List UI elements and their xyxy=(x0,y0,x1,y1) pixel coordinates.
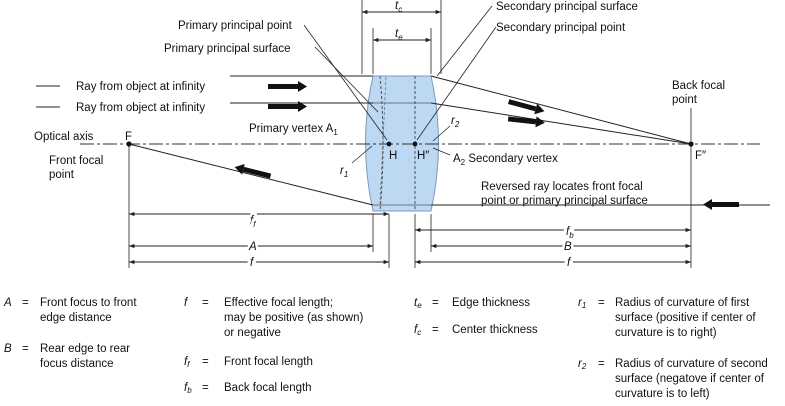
label-r1: r1 xyxy=(340,165,348,179)
reversed-ray-left xyxy=(128,143,374,206)
legend-text: Effective focal length;may be positive (… xyxy=(224,297,364,339)
label-F: F xyxy=(125,131,132,143)
legend-equals: = xyxy=(202,382,209,394)
legend-equals: = xyxy=(202,297,209,309)
label-F2: F″ xyxy=(695,150,706,162)
legend-symbol: r xyxy=(578,358,582,370)
ray-arrow-4 xyxy=(507,116,545,128)
legend-text: Edge thickness xyxy=(452,297,530,309)
label-ff: ff xyxy=(250,215,256,229)
legend-subscript: c xyxy=(417,328,422,337)
legend-symbol: f xyxy=(184,297,188,309)
label-secondary-vertex: A2 Secondary vertex xyxy=(453,153,558,167)
label-primary-principal-surface: Primary principal surface xyxy=(164,43,291,55)
legend-symbol: f xyxy=(414,324,418,336)
legend-subscript: 1 xyxy=(581,301,587,310)
legend-symbol: B xyxy=(4,343,12,355)
secondary-principal-dot xyxy=(412,141,418,147)
ray-1-refracted xyxy=(430,75,692,145)
legend-symbol: f xyxy=(184,382,188,394)
legend-subscript: e xyxy=(417,301,422,310)
legend-subscript: 2 xyxy=(581,362,587,371)
label-optical-axis: Optical axis xyxy=(34,131,94,143)
label-B: B xyxy=(564,241,572,253)
legend-equals: = xyxy=(202,356,209,368)
label-ray-2: Ray from object at infinity xyxy=(76,102,205,114)
legend-symbol: A xyxy=(4,297,12,309)
label-ray-1: Ray from object at infinity xyxy=(76,81,205,93)
label-fb: fb xyxy=(566,226,574,240)
reversed-arrow-1 xyxy=(234,164,272,179)
front-focal-dot xyxy=(126,141,132,147)
legend-equals: = xyxy=(22,297,29,309)
label-f-right: f xyxy=(567,257,572,269)
label-te: te xyxy=(395,28,403,42)
label-tc: tc xyxy=(395,0,402,14)
leader-r2 xyxy=(432,125,451,142)
legend-equals: = xyxy=(598,297,605,309)
label-A: A xyxy=(248,241,257,253)
label-H: H xyxy=(389,150,397,162)
back-focal-dot xyxy=(688,141,694,147)
legend-subscript: b xyxy=(187,386,192,395)
legend-symbol: f xyxy=(184,356,188,368)
label-H2: H″ xyxy=(417,150,429,162)
legend-equals: = xyxy=(432,324,439,336)
label-secondary-principal-surface: Secondary principal surface xyxy=(496,1,638,13)
leader-r1 xyxy=(351,145,373,164)
legend-symbol: t xyxy=(414,297,418,309)
label-primary-principal-point: Primary principal point xyxy=(178,20,293,32)
ray-2-refracted xyxy=(430,102,692,145)
leader-secondary-point xyxy=(416,26,497,141)
reversed-arrow-2 xyxy=(703,199,739,210)
ray-arrow-1 xyxy=(268,81,307,92)
primary-principal-dot xyxy=(386,141,392,147)
reversed-ray-back xyxy=(379,75,387,206)
ray-arrow-2 xyxy=(268,101,307,112)
legend-symbol: r xyxy=(578,297,582,309)
leader-primary-point xyxy=(303,24,388,141)
label-secondary-principal-point: Secondary principal point xyxy=(496,22,626,34)
leader-primary-surface xyxy=(314,46,379,113)
label-primary-vertex: Primary vertex A1 xyxy=(249,123,338,137)
legend-equals: = xyxy=(598,358,605,370)
ray-arrow-3 xyxy=(507,99,545,115)
legend-subscript: f xyxy=(187,360,190,369)
label-f-left: f xyxy=(250,257,255,269)
label-r2: r2 xyxy=(451,115,460,129)
legend-equals: = xyxy=(22,343,29,355)
legend-text: Front focal length xyxy=(224,356,313,368)
legend-text: Center thickness xyxy=(452,324,538,336)
leader-secondary-surface xyxy=(436,5,493,77)
legend-text: Back focal length xyxy=(224,382,312,394)
legend-equals: = xyxy=(432,297,439,309)
leader-secondary-vertex xyxy=(432,147,451,156)
